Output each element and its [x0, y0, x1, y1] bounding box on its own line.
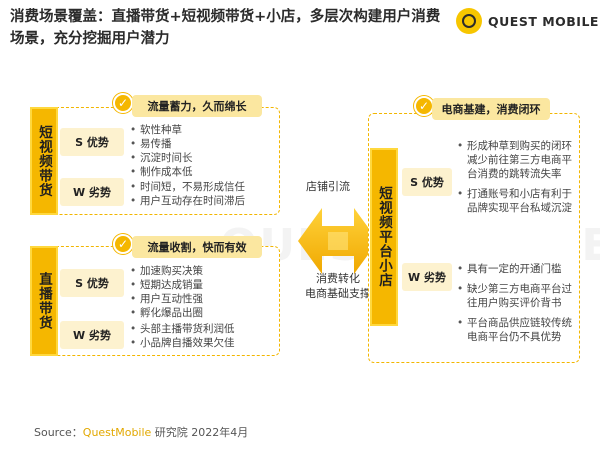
list-item: 用户互动性强 — [130, 292, 280, 306]
source-prefix: Source： — [34, 426, 83, 439]
list-item: 沉淀时间长 — [130, 151, 280, 165]
live-s-badge: S 优势 — [60, 269, 124, 297]
list-item: 用户互动存在时间滞后 — [130, 194, 280, 208]
live-section-title: 流量收割，快而有效 — [132, 236, 262, 258]
short-video-tag: 短视频带货 — [30, 107, 58, 215]
quest-mobile-logo-icon — [456, 8, 482, 34]
list-item: 打通账号和小店有利于品牌实现平台私域沉淀 — [457, 187, 577, 215]
logo-text: QUEST MOBILE — [488, 13, 599, 29]
check-icon: ✓ — [113, 93, 133, 113]
center-bottom-line2: 电商基础支撑 — [305, 287, 371, 300]
check-icon: ✓ — [113, 234, 133, 254]
short-video-w-badge: W 劣势 — [60, 178, 124, 206]
list-item: 制作成本低 — [130, 165, 280, 179]
short-video-section-title: 流量蓄力，久而绵长 — [132, 95, 262, 117]
list-item: 具有一定的开通门槛 — [457, 262, 577, 276]
platform-tag: 短视频平台小店 — [370, 148, 398, 326]
live-w-badge: W 劣势 — [60, 321, 124, 349]
platform-w-list: 具有一定的开通门槛 缺少第三方电商平台过往用户购买评价背书 平台商品供应链较传统… — [457, 262, 577, 344]
short-video-w-list: 时间短，不易形成信任 用户互动存在时间滞后 — [130, 180, 280, 208]
list-item: 头部主播带货利润低 — [130, 322, 280, 336]
list-item: 缺少第三方电商平台过往用户购买评价背书 — [457, 282, 577, 310]
list-item: 软性种草 — [130, 123, 280, 137]
list-item: 形成种草到购买的闭环减少前往第三方电商平台消费的跳转流失率 — [457, 139, 577, 181]
short-video-s-badge: S 优势 — [60, 128, 124, 156]
platform-s-list: 形成种草到购买的闭环减少前往第三方电商平台消费的跳转流失率 打通账号和小店有利于… — [457, 139, 577, 215]
list-item: 加速购买决策 — [130, 264, 280, 278]
center-bottom-label: 消费转化 电商基础支撑 — [298, 271, 378, 301]
list-item: 平台商品供应链较传统电商平台仍不具优势 — [457, 316, 577, 344]
source-suffix: 研究院 2022年4月 — [151, 426, 249, 439]
platform-w-badge: W 劣势 — [402, 263, 452, 291]
source-brand: QuestMobile — [82, 426, 152, 439]
page-title: 消费场景覆盖：直播带货+短视频带货+小店，多层次构建用户消费场景，充分挖掘用户潜… — [10, 9, 441, 47]
live-tag: 直播带货 — [30, 246, 58, 356]
platform-s-badge: S 优势 — [402, 168, 452, 196]
live-w-list: 头部主播带货利润低 小品牌自播效果欠佳 — [130, 322, 280, 350]
short-video-s-list: 软性种草 易传播 沉淀时间长 制作成本低 — [130, 123, 280, 179]
center-bottom-line1: 消费转化 — [316, 272, 360, 285]
list-item: 易传播 — [130, 137, 280, 151]
center-top-label: 店铺引流 — [306, 180, 350, 193]
live-s-list: 加速购买决策 短期达成销量 用户互动性强 孵化爆品出圈 — [130, 264, 280, 320]
list-item: 孵化爆品出圈 — [130, 306, 280, 320]
double-arrow-icon — [298, 208, 378, 274]
logo: QUEST MOBILE — [456, 8, 599, 34]
list-item: 时间短，不易形成信任 — [130, 180, 280, 194]
list-item: 短期达成销量 — [130, 278, 280, 292]
list-item: 小品牌自播效果欠佳 — [130, 336, 280, 350]
source-note: Source：QuestMobile 研究院 2022年4月 — [34, 424, 248, 440]
check-icon: ✓ — [414, 96, 434, 116]
platform-section-title: 电商基建，消费闭环 — [432, 98, 550, 120]
